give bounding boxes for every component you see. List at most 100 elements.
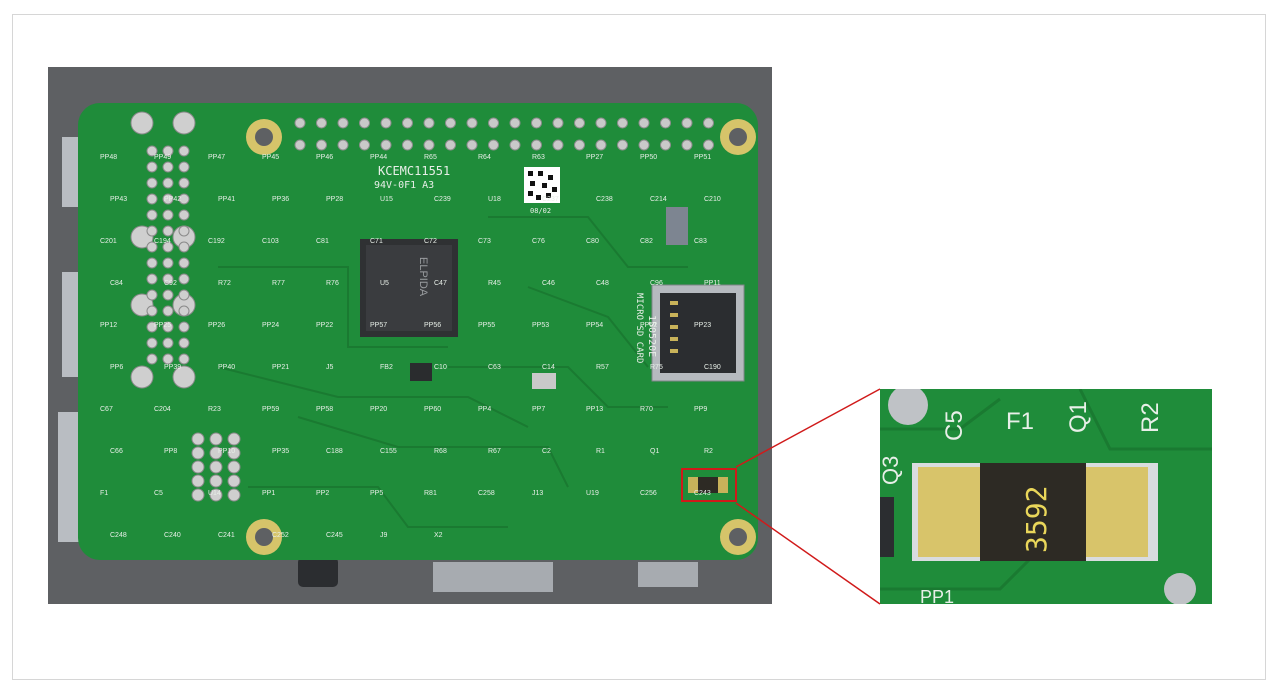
silk-label: C243 bbox=[694, 490, 711, 497]
silk-label: C201 bbox=[100, 238, 117, 245]
test-pad bbox=[178, 257, 190, 269]
silk-label: PP5 bbox=[370, 490, 383, 497]
gpio-pin bbox=[294, 117, 306, 129]
test-pad bbox=[130, 111, 154, 135]
test-pad bbox=[146, 337, 158, 349]
silk-label: PP35 bbox=[272, 448, 289, 455]
silk-label: PP9 bbox=[694, 406, 707, 413]
silk-label: R57 bbox=[596, 364, 609, 371]
silk-label: C96 bbox=[650, 280, 663, 287]
gpio-pin bbox=[488, 117, 499, 129]
test-pad bbox=[178, 193, 190, 205]
silk-label: F1 bbox=[100, 490, 108, 497]
silk-label: PP8 bbox=[164, 448, 177, 455]
test-pad bbox=[191, 432, 205, 446]
gpio-pin bbox=[681, 117, 693, 129]
test-pad bbox=[178, 353, 190, 365]
silk-label: C237 bbox=[542, 196, 559, 203]
silk-label: C240 bbox=[164, 532, 181, 539]
silk-label: C5 bbox=[154, 490, 163, 497]
silk-label: C188 bbox=[326, 448, 343, 455]
silk-label: U5 bbox=[380, 280, 389, 287]
test-pad bbox=[162, 257, 174, 269]
gpio-pin bbox=[337, 117, 349, 129]
silk-label: C192 bbox=[208, 238, 225, 245]
silk-label: C194 bbox=[154, 238, 171, 245]
silk-label: R75 bbox=[650, 364, 663, 371]
test-pad bbox=[191, 488, 205, 502]
test-pad bbox=[146, 145, 158, 157]
silk-label: C47 bbox=[434, 280, 447, 287]
test-pad bbox=[172, 111, 196, 135]
silk-label: C252 bbox=[272, 532, 289, 539]
silk-label: PP24 bbox=[262, 322, 279, 329]
test-pad bbox=[146, 241, 158, 253]
test-pad bbox=[130, 365, 154, 389]
test-pad bbox=[227, 460, 241, 474]
test-pad bbox=[146, 161, 158, 173]
silk-label: C239 bbox=[434, 196, 451, 203]
test-pad bbox=[209, 446, 223, 460]
test-pad bbox=[162, 161, 174, 173]
silk-label: PP39 bbox=[164, 364, 181, 371]
sd-code: 150520E bbox=[646, 315, 657, 357]
silk-label: PP53 bbox=[532, 322, 549, 329]
silk-label: PP27 bbox=[586, 154, 603, 161]
gpio-pin bbox=[660, 117, 671, 129]
silk-label: R63 bbox=[532, 154, 545, 161]
test-pad bbox=[162, 193, 174, 205]
test-pad bbox=[162, 145, 174, 157]
silk-label: R67 bbox=[488, 448, 501, 455]
silk-label: PP23 bbox=[694, 322, 711, 329]
silk-label: PP54 bbox=[586, 322, 603, 329]
gpio-pin bbox=[445, 117, 456, 129]
gpio-pin bbox=[552, 139, 564, 151]
silk-label: U14 bbox=[208, 490, 221, 497]
silk-label: C66 bbox=[110, 448, 123, 455]
test-pad bbox=[191, 460, 205, 474]
silk-label: PP25 bbox=[154, 322, 171, 329]
test-pad bbox=[146, 289, 158, 301]
gpio-pin bbox=[574, 117, 585, 129]
silk-label: PP41 bbox=[218, 196, 235, 203]
gpio-pin bbox=[595, 139, 607, 151]
silk-label: C103 bbox=[262, 238, 279, 245]
silk-label: C92 bbox=[164, 280, 177, 287]
silk-label: PP12 bbox=[100, 322, 117, 329]
silk-label: C84 bbox=[110, 280, 123, 287]
test-pad bbox=[162, 321, 174, 333]
test-pad bbox=[227, 446, 241, 460]
test-pad bbox=[178, 305, 190, 317]
silk-label: C14 bbox=[542, 364, 555, 371]
test-pad bbox=[162, 289, 174, 301]
silk-label: U15 bbox=[380, 196, 393, 203]
gpio-pin bbox=[423, 117, 435, 129]
gpio-pin bbox=[294, 139, 306, 151]
silk-label: C63 bbox=[488, 364, 501, 371]
silk-label: PP45 bbox=[262, 154, 279, 161]
gpio-pin bbox=[402, 117, 413, 129]
silk-label: PP28 bbox=[326, 196, 343, 203]
gpio-pin bbox=[337, 139, 349, 151]
test-pad bbox=[227, 488, 241, 502]
silk-label: PP42 bbox=[164, 196, 181, 203]
silk-label: U19 bbox=[586, 490, 599, 497]
gpio-pin bbox=[423, 139, 435, 151]
zoom-label-pp1: PP1 bbox=[920, 587, 954, 604]
silk-label: PP26 bbox=[208, 322, 225, 329]
gpio-pin bbox=[466, 117, 478, 129]
test-pad bbox=[162, 305, 174, 317]
sd-label: MICRO SD CARD bbox=[634, 293, 644, 363]
gpio-pin bbox=[617, 139, 628, 151]
zoom-label-f1: F1 bbox=[1006, 408, 1034, 435]
test-pad bbox=[162, 225, 174, 237]
silk-label: C48 bbox=[596, 280, 609, 287]
gpio-pin bbox=[703, 117, 714, 129]
gpio-pin bbox=[660, 139, 671, 151]
test-pad bbox=[178, 225, 190, 237]
test-pad bbox=[227, 432, 241, 446]
gpio-pin bbox=[488, 139, 499, 151]
silk-label: PP56 bbox=[424, 322, 441, 329]
datamatrix-caption: 08/02 bbox=[530, 207, 551, 215]
test-pad bbox=[146, 193, 158, 205]
